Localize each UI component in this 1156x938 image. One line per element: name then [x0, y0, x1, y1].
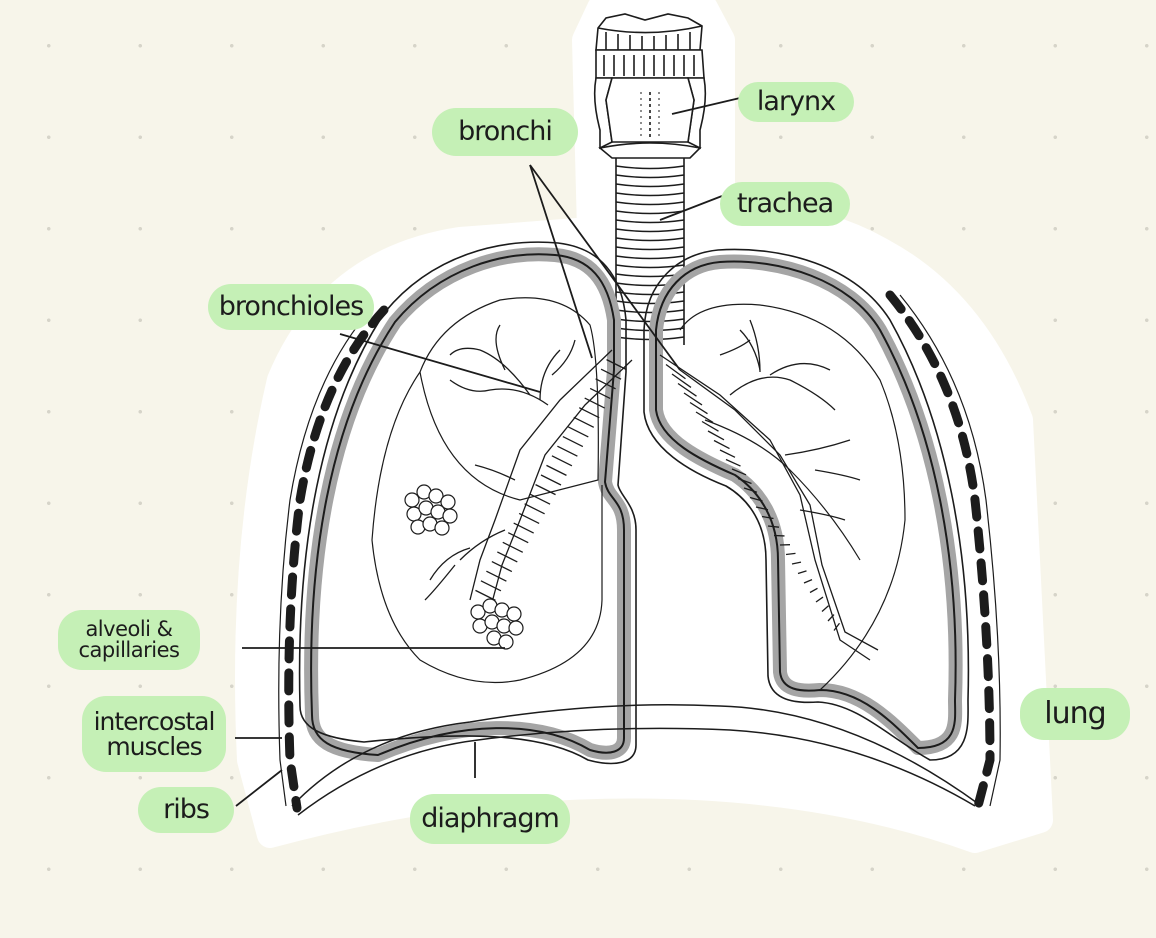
bronchus-ring [606, 359, 627, 371]
bronchus-ring [701, 420, 719, 432]
bronchus-ring [589, 387, 611, 400]
larynx-structure [593, 13, 707, 159]
bronchus-ring [749, 496, 763, 502]
leader-bronchioles [339, 333, 541, 393]
bronchus-ring [546, 464, 567, 476]
bronchus-ring [524, 503, 545, 515]
bronchus-ring [551, 455, 573, 467]
trachea-ring [615, 174, 685, 179]
leader-bronchi-right [529, 164, 681, 371]
bronchus-ring [731, 468, 747, 476]
label-ribs: ribs [138, 787, 234, 833]
bronchus-ring [535, 484, 556, 496]
trachea-ring [615, 264, 685, 269]
ribs-left [278, 305, 389, 813]
trachea-ring [615, 183, 685, 188]
bronchus-ring [797, 570, 807, 575]
bronchus-ring [683, 392, 703, 406]
label-intercostal-line2: muscles [106, 732, 202, 761]
bronchus-ring [595, 378, 616, 390]
bronchus-ring [557, 445, 578, 457]
bronchus-ring [815, 596, 824, 603]
bronchus-ring [713, 439, 730, 450]
bronchus-ring [491, 560, 513, 573]
bronchus-ring [584, 397, 605, 409]
trachea-ring [615, 237, 685, 242]
bronchus-ring [677, 382, 697, 397]
bronchus-ring [578, 407, 600, 419]
bronchus-ring [540, 474, 562, 486]
label-intercostal-line1: intercostal [93, 707, 216, 736]
bronchus-ring [737, 477, 752, 485]
bronchus-ring [665, 363, 686, 380]
bronchus-ring [761, 515, 774, 520]
bronchus-ring [833, 622, 841, 631]
bronchus-ring [785, 552, 796, 556]
leader-trachea [659, 195, 723, 221]
leader-bronchi-left [529, 164, 593, 359]
ribs-right [885, 290, 1001, 811]
bronchus-ring [502, 541, 524, 553]
alveoli-clusters [404, 484, 524, 650]
bronchus-ring [573, 416, 595, 428]
sticker-background [235, 0, 1053, 853]
trachea-structure [615, 158, 685, 345]
bronchial-tree-right [659, 319, 879, 661]
bronchus-ring [568, 426, 589, 438]
bronchus-ring [507, 532, 529, 544]
trachea-ring [615, 165, 685, 170]
label-bronchioles: bronchioles [208, 284, 374, 330]
leader-lines [235, 97, 741, 807]
lung-lobes [371, 297, 906, 691]
bronchus-ring [827, 614, 835, 622]
bronchus-ring [707, 430, 725, 441]
bronchus-ring [821, 605, 829, 612]
leader-larynx [671, 97, 741, 115]
label-bronchi: bronchi [432, 108, 578, 156]
bronchus-ring [562, 435, 584, 448]
bronchial-tree-left [424, 324, 633, 611]
label-larynx: larynx [738, 82, 854, 122]
trachea-ring [615, 300, 685, 305]
label-diaphragm: diaphragm [410, 794, 570, 844]
bronchus-ring [513, 522, 534, 534]
trachea-ring [615, 192, 685, 197]
bronchus-ring [725, 458, 741, 467]
label-alveoli-line1: alveoli & [85, 617, 173, 641]
bronchus-ring [809, 587, 818, 594]
trachea-ring [615, 201, 685, 206]
label-alveoli-capillaries: alveoli & capillaries [58, 610, 200, 670]
diaphragm-structure [291, 703, 981, 816]
bronchus-ring [480, 580, 502, 592]
trachea-ring [615, 210, 685, 215]
bronchus-ring [743, 487, 758, 493]
bronchus-ring [486, 570, 507, 582]
bronchus-ring [755, 506, 769, 511]
label-lung: lung [1020, 688, 1130, 740]
trachea-ring [615, 291, 685, 296]
trachea-ring [615, 318, 685, 323]
pleura-outline [298, 241, 970, 765]
label-alveoli-line2: capillaries [78, 638, 180, 662]
trachea-ring [615, 228, 685, 233]
bronchus-ring [803, 579, 813, 584]
leader-ribs [235, 769, 283, 807]
bronchus-ring [518, 512, 540, 525]
bronchus-ring [767, 525, 780, 528]
bronchus-ring [529, 493, 551, 505]
bronchus-ring [719, 449, 736, 458]
bronchus-ring [791, 561, 802, 565]
bronchus-ring [600, 368, 622, 380]
bronchus-ring [497, 551, 518, 563]
label-intercostal-muscles: intercostal muscles [82, 696, 226, 772]
label-trachea: trachea [720, 182, 850, 226]
trachea-ring [615, 219, 685, 224]
bronchus-ring [689, 401, 708, 415]
trachea-ring [615, 255, 685, 260]
bronchus-ring [671, 373, 692, 388]
bronchus-ring [695, 411, 714, 423]
trachea-ring [615, 309, 685, 314]
trachea-ring [615, 246, 685, 251]
